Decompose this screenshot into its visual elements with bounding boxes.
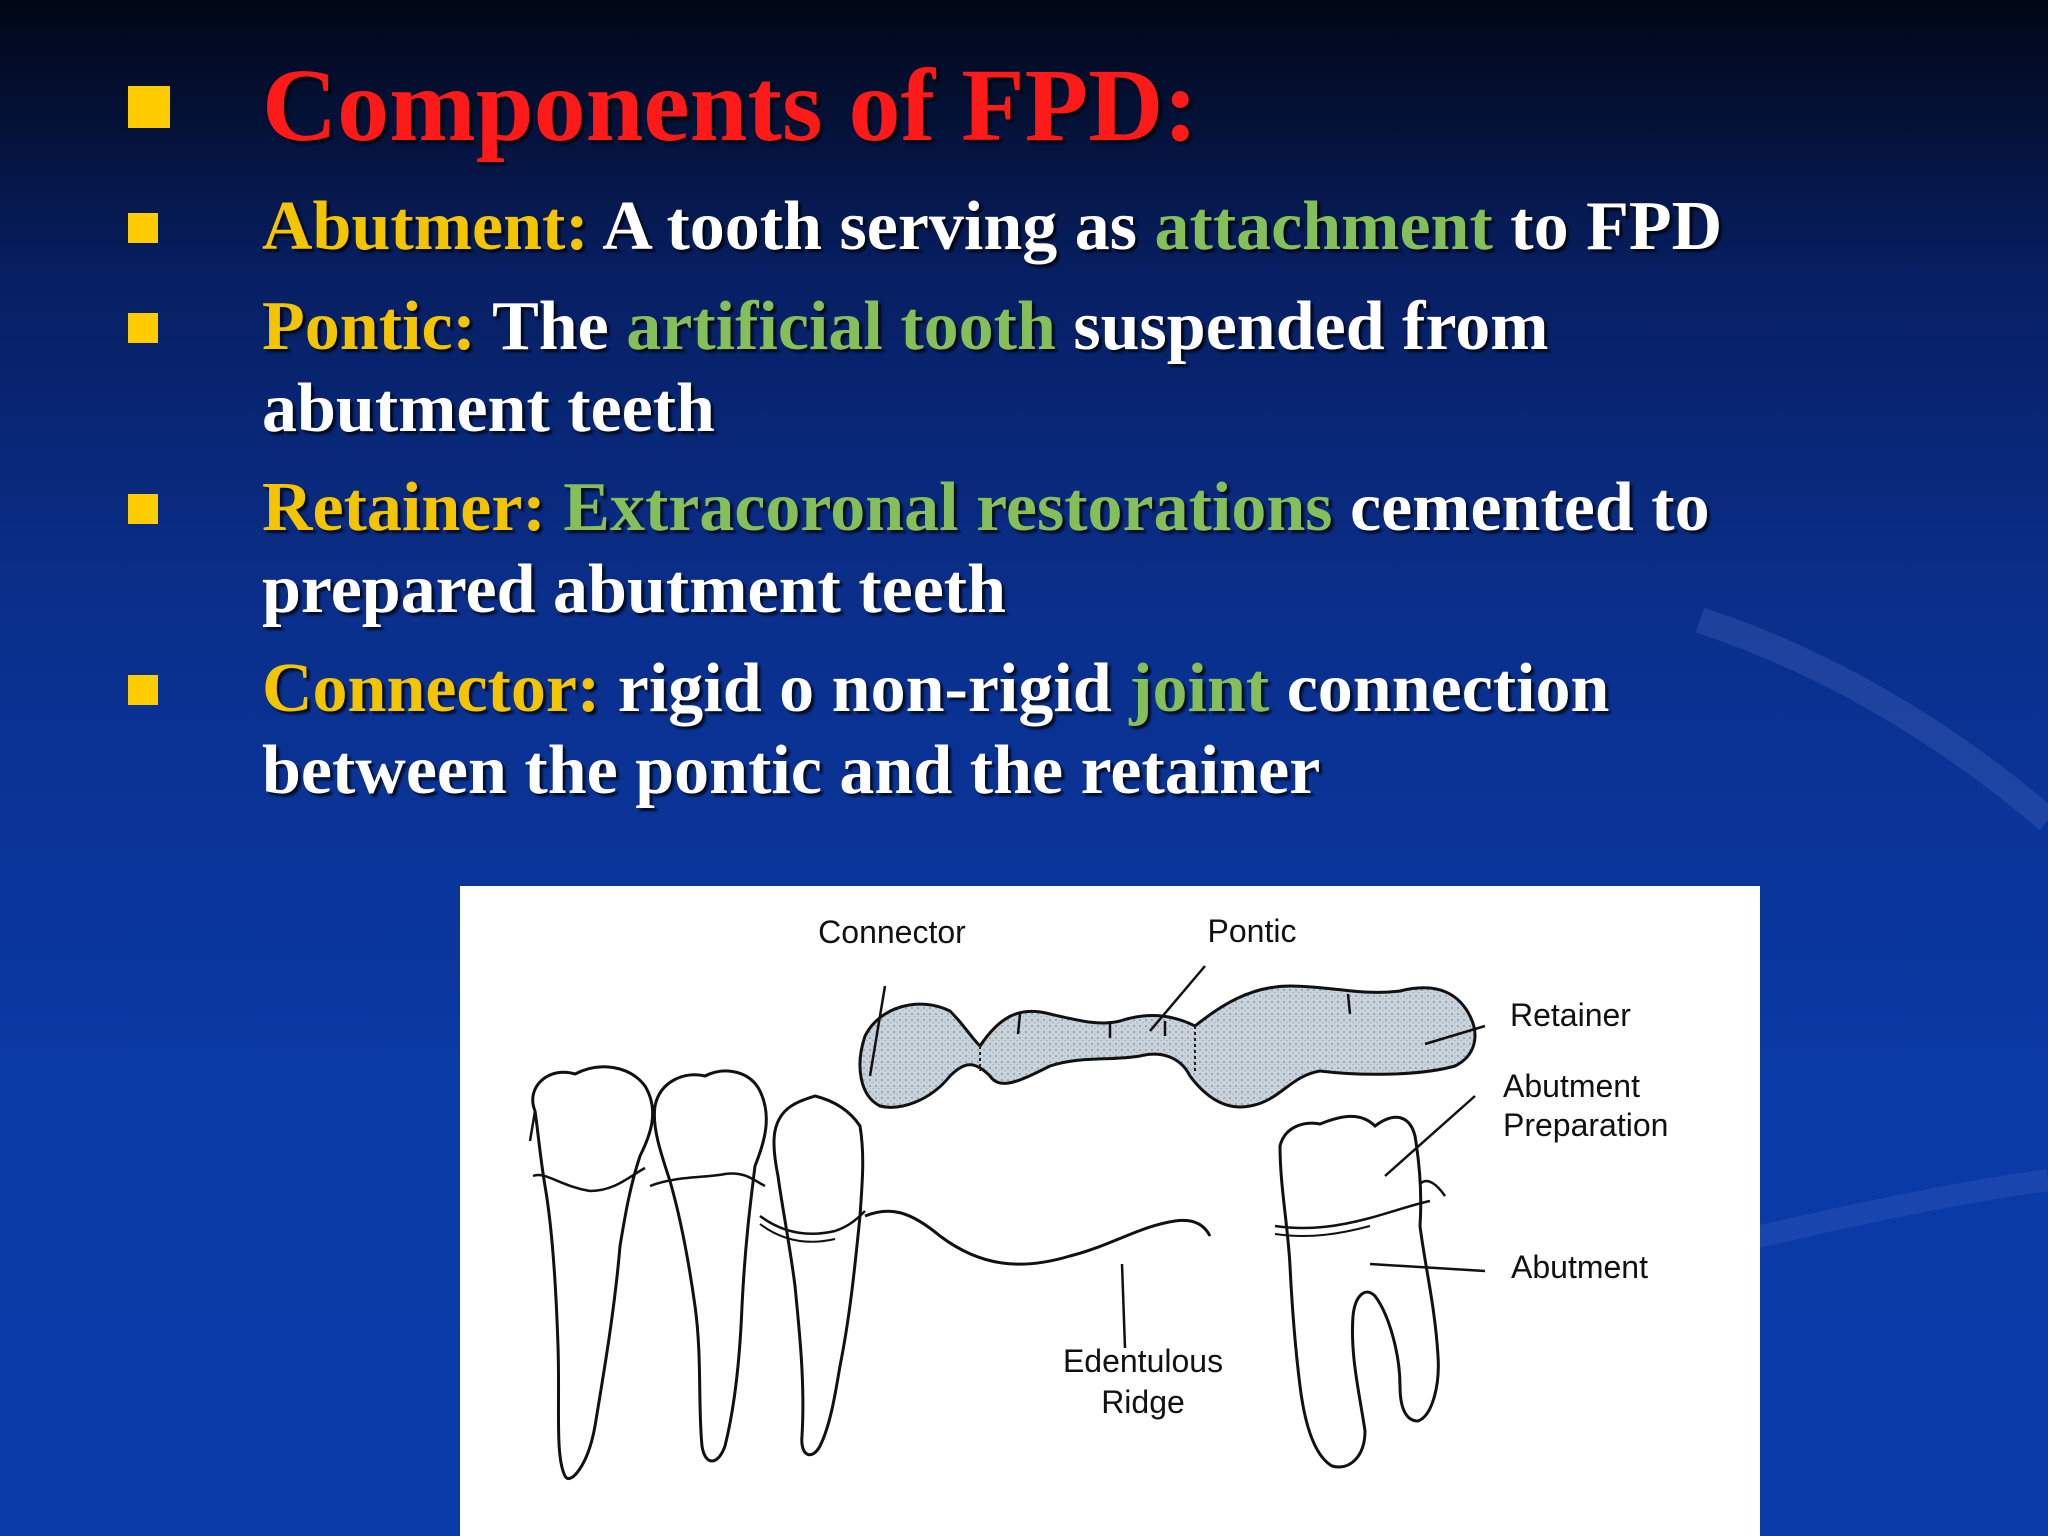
slide-title: Components of FPD: (262, 48, 1198, 163)
term-connector: Connector: (262, 650, 601, 727)
label-edentulous-1: Edentulous (1063, 1343, 1223, 1379)
bullet-connector (128, 675, 158, 705)
text-retainer-pre (546, 469, 564, 546)
label-retainer: Retainer (1510, 997, 1631, 1033)
fpd-diagram-svg: Connector Pontic Retainer Abutment Prepa… (528, 913, 1668, 1480)
item-pontic: Pontic: The artificial tooth suspended f… (262, 286, 1549, 368)
term-pontic: Pontic: (262, 288, 476, 365)
abutment-tooth (1278, 1114, 1440, 1469)
bullet-retainer (128, 494, 158, 524)
text-pontic-pre: The (475, 288, 627, 365)
item-retainer-cont: prepared abutment teeth (262, 551, 1007, 628)
edentulous-ridge (864, 1209, 1212, 1266)
bridge-shape (858, 984, 1477, 1109)
label-abutment-prep-2: Preparation (1503, 1107, 1668, 1143)
highlight-pontic: artificial tooth (626, 288, 1056, 365)
text-abutment-pre: A tooth serving as (588, 188, 1155, 265)
bullet-abutment (128, 213, 158, 243)
tooth-2 (652, 1069, 768, 1463)
item-connector: Connector: rigid o non-rigid joint conne… (262, 648, 1609, 730)
text-abutment-post: to FPD (1492, 188, 1723, 265)
highlight-abutment: attachment (1154, 188, 1493, 265)
fpd-diagram: Connector Pontic Retainer Abutment Prepa… (460, 886, 1760, 1536)
text-connector-pre: rigid o non-rigid (600, 650, 1130, 727)
text-connector-post: connection (1269, 650, 1610, 727)
tooth-1 (531, 1065, 655, 1480)
term-retainer: Retainer: (262, 469, 546, 546)
item-retainer: Retainer: Extracoronal restorations ceme… (262, 467, 1710, 549)
title-bullet (128, 86, 170, 128)
label-connector: Connector (818, 914, 966, 950)
item-connector-cont: between the pontic and the retainer (262, 732, 1321, 809)
item-abutment: Abutment: A tooth serving as attachment … (262, 186, 1722, 268)
tooth-3 (772, 1094, 865, 1457)
label-edentulous-2: Ridge (1101, 1384, 1185, 1420)
highlight-connector: joint (1129, 650, 1270, 727)
text-retainer-post: cemented to (1332, 469, 1710, 546)
label-abutment: Abutment (1511, 1249, 1648, 1285)
item-pontic-cont: abutment teeth (262, 370, 715, 447)
highlight-retainer: Extracoronal restorations (563, 469, 1333, 546)
label-pontic: Pontic (1208, 913, 1297, 949)
text-pontic-post: suspended from (1055, 288, 1549, 365)
label-abutment-prep-1: Abutment (1503, 1068, 1640, 1104)
term-abutment: Abutment: (262, 188, 589, 265)
bullet-pontic (128, 313, 158, 343)
